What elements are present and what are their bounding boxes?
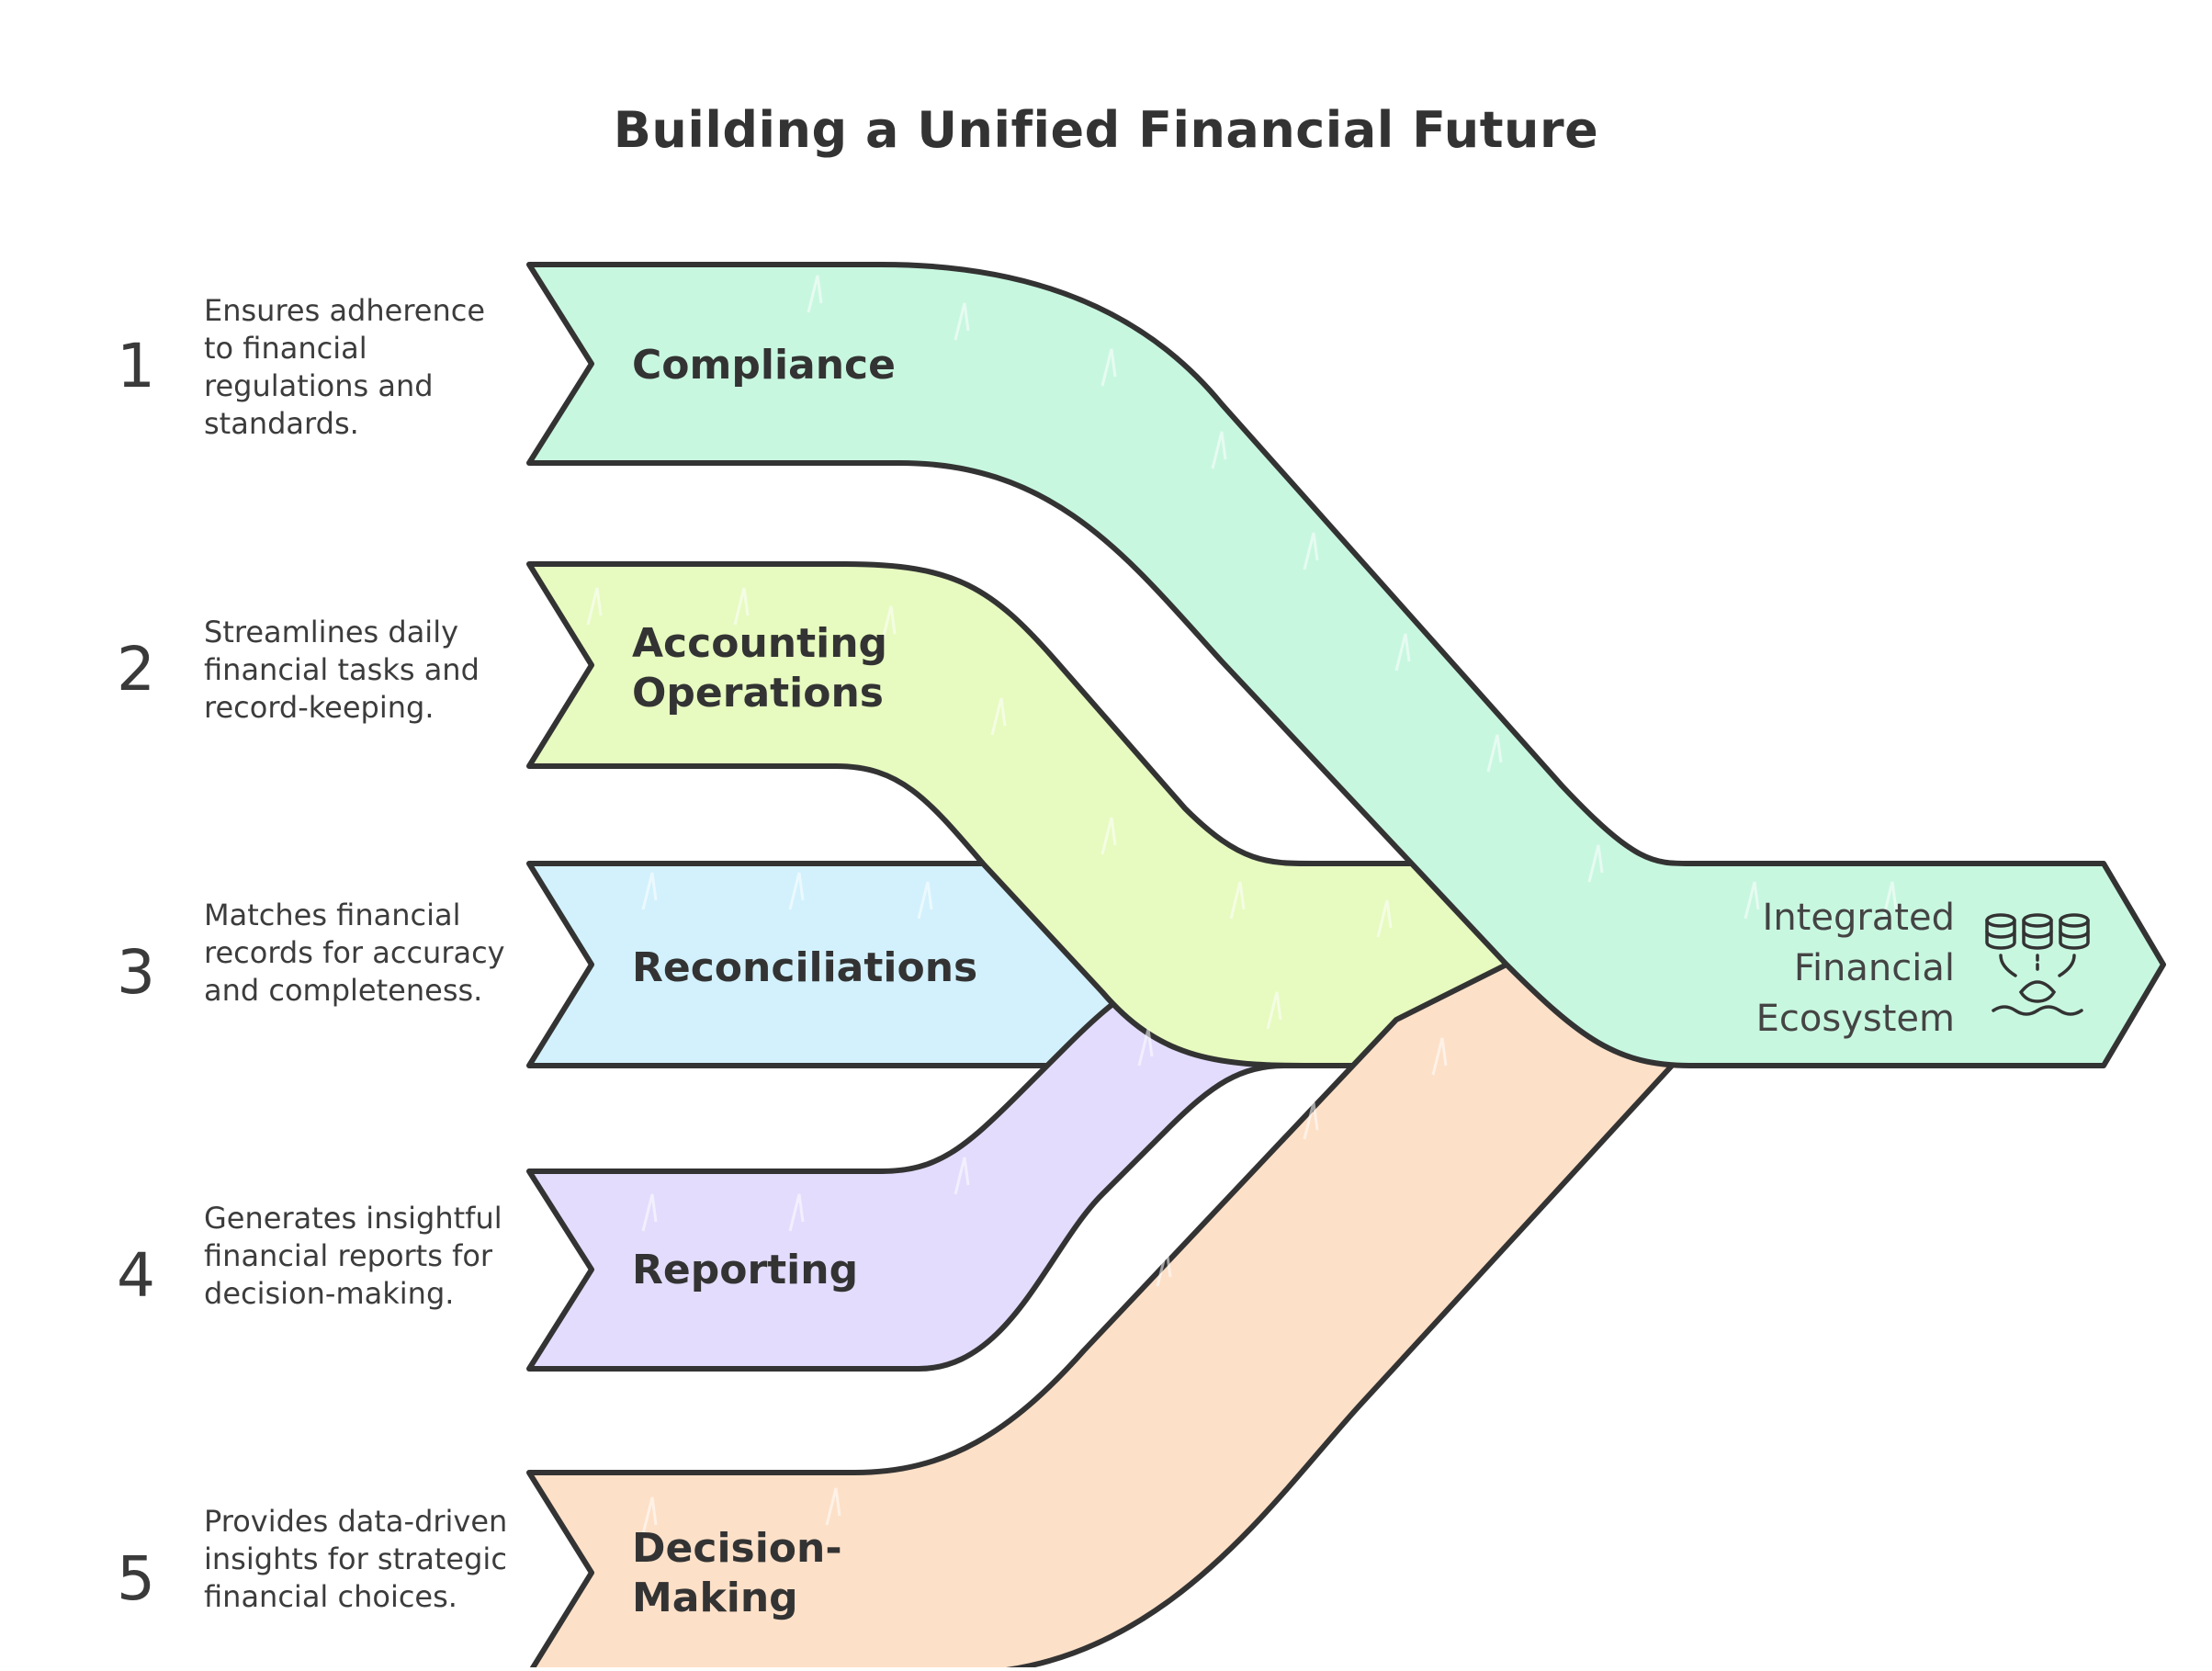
- database-network-icon: [1985, 913, 2090, 1016]
- stage-number-3: 3: [117, 937, 155, 1008]
- diagram-title: Building a Unified Financial Future: [613, 101, 1599, 159]
- decision-making-band: [526, 962, 1675, 1671]
- compliance-band: [526, 262, 2166, 1068]
- reporting-label: Reporting: [632, 1247, 858, 1293]
- stage-number-1: 1: [117, 331, 155, 401]
- stage-number-2: 2: [117, 634, 155, 705]
- decision-making-label: Decision-Making: [632, 1525, 842, 1621]
- compliance-label: Compliance: [632, 342, 896, 389]
- stage-description-3: Matches financial records for accuracy a…: [204, 898, 505, 1008]
- stage-description-4: Generates insightful financial reports f…: [204, 1201, 502, 1311]
- stage-description-5: Provides data-driven insights for strate…: [204, 1504, 508, 1614]
- stage-description-2: Streamlines daily financial tasks and re…: [204, 615, 480, 725]
- sketch-hatching: [586, 275, 1898, 1535]
- stage-description-1: Ensures adherence to financial regulatio…: [204, 293, 486, 441]
- stage-number-4: 4: [117, 1240, 155, 1311]
- stage-number-5: 5: [117, 1543, 155, 1614]
- reconciliations-label: Reconciliations: [632, 944, 977, 991]
